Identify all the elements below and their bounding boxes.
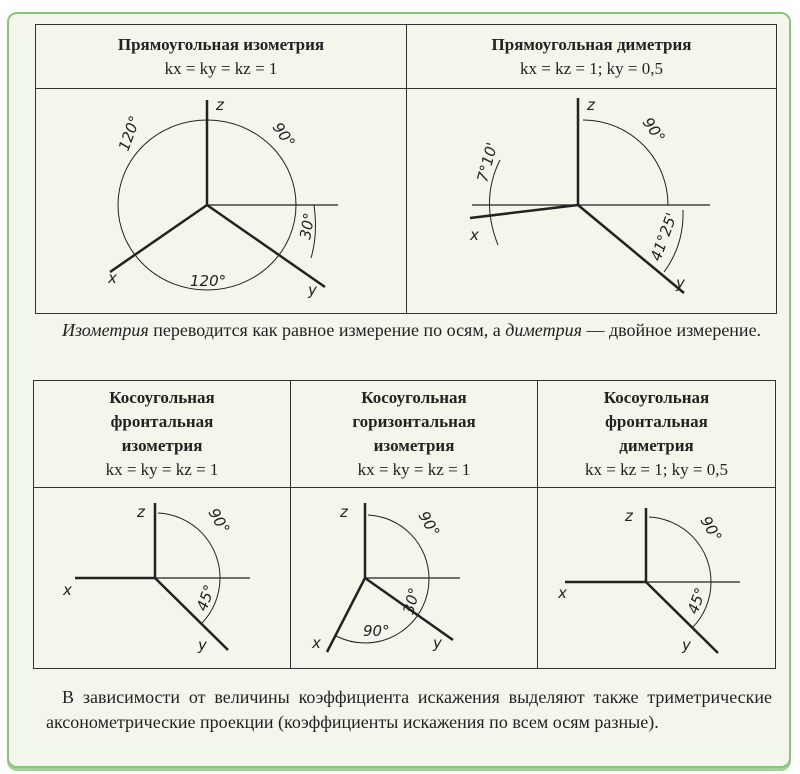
title-line: Косоугольная — [109, 388, 215, 407]
text: В зависимости от величины коэффициента и… — [46, 687, 772, 732]
title-line: Косоугольная — [361, 388, 467, 407]
diagram-cell — [537, 487, 776, 669]
term: Изометрия — [62, 320, 149, 340]
title: Прямоугольная диметрия — [491, 34, 692, 54]
paragraph-1: Изометрия переводится как равное измерен… — [46, 318, 772, 343]
header-dim: Прямоугольная диметрия kx = kz = 1; ky =… — [406, 24, 777, 89]
text: переводится как равное измерение по осям… — [148, 320, 506, 340]
coefficients: kx = ky = kz = 1 — [164, 58, 278, 78]
rectangular-projections-table: Прямоугольная изометрия kx = ky = kz = 1… — [35, 24, 777, 314]
paragraph-2: В зависимости от величины коэффициента и… — [46, 685, 772, 735]
coefficients: kx = kz = 1; ky = 0,5 — [519, 58, 664, 78]
title-line: горизонтальная — [352, 412, 476, 431]
title-line: Косоугольная — [603, 388, 710, 407]
diagram-cell — [35, 88, 407, 314]
coefficients: kx = kz = 1; ky = 0,5 — [584, 460, 729, 479]
coefficients: kx = ky = kz = 1 — [105, 460, 219, 479]
text: — двойное измерение. — [581, 320, 762, 340]
diagram-cell — [33, 487, 291, 669]
diagram-cell — [290, 487, 538, 669]
title-line: фронтальная — [605, 412, 708, 431]
coefficients: kx = ky = kz = 1 — [357, 460, 471, 479]
header-horiz-iso: Косоугольная горизонтальная изометрия kx… — [290, 380, 538, 488]
title-line: диметрия — [619, 436, 694, 455]
header-front-dim: Косоугольная фронтальная диметрия kx = k… — [537, 380, 776, 488]
diagram-cell — [406, 88, 777, 314]
title-line: изометрия — [121, 436, 203, 455]
title-line: изометрия — [373, 436, 455, 455]
header-front-iso: Косоугольная фронтальная изометрия kx = … — [33, 380, 291, 488]
header-iso: Прямоугольная изометрия kx = ky = kz = 1 — [35, 24, 407, 89]
title: Прямоугольная изометрия — [117, 34, 325, 54]
oblique-projections-table: Косоугольная фронтальная изометрия kx = … — [33, 380, 776, 669]
title-line: фронтальная — [110, 412, 214, 431]
term: диметрия — [505, 320, 582, 340]
